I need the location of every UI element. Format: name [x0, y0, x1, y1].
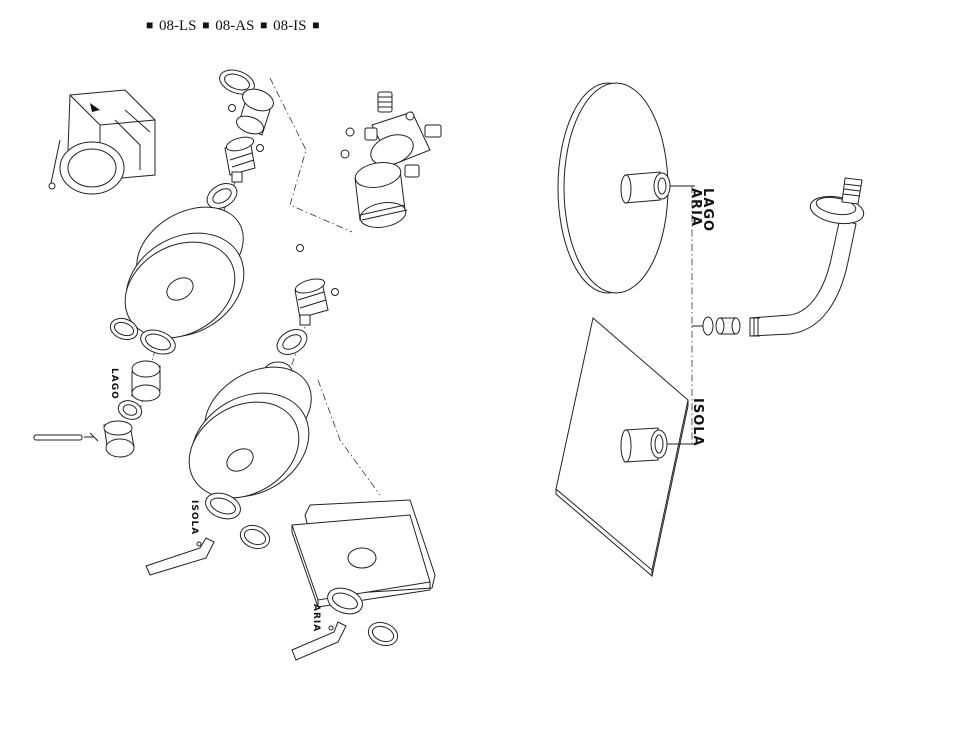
shower-view-right: LAGO ARIA ISOLA: [556, 83, 866, 576]
square-showerhead: [556, 318, 695, 576]
label-aria-right: ARIA: [688, 188, 703, 227]
ball-joint-connector: [716, 318, 740, 334]
exploded-view-left: LAGO ISOLA ARIA: [34, 66, 441, 660]
lago-handle-knob: [104, 421, 134, 457]
valve-body-cutaway: [49, 90, 155, 194]
label-isola-left: ISOLA: [189, 500, 199, 535]
o-ring: [237, 522, 273, 553]
seal-ring: [273, 324, 312, 359]
label-isola-right: ISOLA: [690, 398, 705, 447]
label-aria-left: ARIA: [311, 604, 321, 632]
assembly-line: [318, 380, 380, 495]
aria-square-plate: [292, 500, 435, 607]
valve-sleeve: [353, 159, 407, 231]
o-ring: [365, 619, 401, 650]
washer: [703, 317, 713, 335]
shower-arm: [750, 178, 866, 336]
label-lago-left: LAGO: [109, 368, 119, 400]
lago-sleeve: [132, 361, 160, 401]
screw: [229, 105, 236, 112]
hex-key: [34, 433, 98, 441]
isola-lever-handle: [146, 538, 214, 575]
cartridge-middle: [294, 245, 339, 326]
isola-escutcheon: [172, 349, 328, 518]
cartridge-upper: [225, 135, 264, 182]
round-showerhead: [558, 83, 695, 293]
assembly-line: [270, 78, 352, 232]
spacer-ring: [116, 397, 145, 422]
